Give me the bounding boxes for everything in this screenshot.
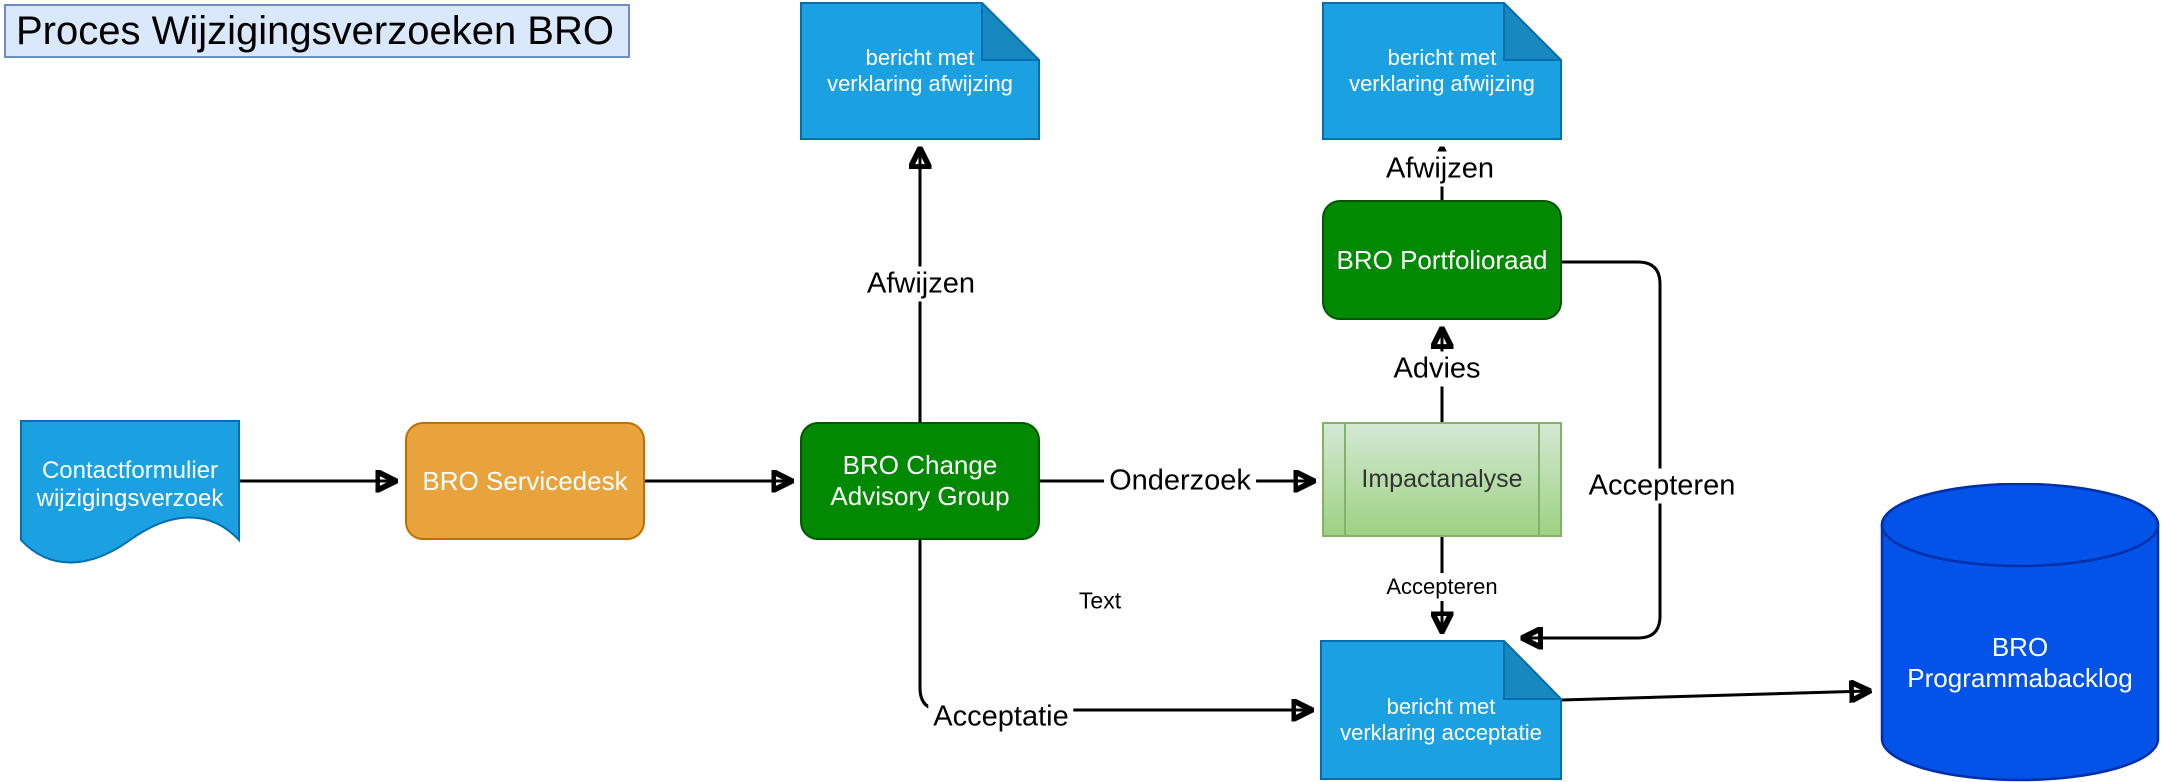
edge-label-onderzoek: Onderzoek (1104, 463, 1256, 499)
impactanalyse-right-bar (1538, 424, 1540, 535)
bericht-afwijzing-links-label: bericht met verklaring afwijzing (827, 45, 1013, 96)
servicedesk-label: BRO Servicedesk (422, 465, 628, 496)
node-servicedesk[interactable]: BRO Servicedesk (405, 422, 645, 540)
change-advisory-group-label: BRO Change Advisory Group (830, 450, 1010, 511)
node-portfolioraad[interactable]: BRO Portfolioraad (1322, 200, 1562, 320)
note-shape (1322, 2, 1562, 140)
database-cylinder-shape (1880, 483, 2160, 782)
node-bericht-acceptatie[interactable]: bericht met verklaring acceptatie (1320, 640, 1562, 780)
edge-label-afwijzen-rechts: Afwijzen (1381, 151, 1499, 187)
diagram-title: Proces Wijzigingsverzoeken BRO (4, 4, 630, 58)
edge-cag-acceptatie (918, 540, 1310, 710)
bericht-acceptatie-label: bericht met verklaring acceptatie (1340, 694, 1542, 745)
edge-label-accepteren-down: Accepteren (1381, 573, 1503, 601)
portfolioraad-label: BRO Portfolioraad (1336, 244, 1548, 275)
impactanalyse-left-bar (1344, 424, 1346, 535)
note-shape (1320, 640, 1562, 780)
node-bericht-afwijzing-rechts[interactable]: bericht met verklaring afwijzing (1322, 2, 1562, 140)
edge-label-afwijzen-links: Afwijzen (862, 266, 980, 302)
document-shape (20, 420, 240, 564)
edge-label-advies: Advies (1388, 351, 1486, 387)
node-bericht-afwijzing-links[interactable]: bericht met verklaring afwijzing (800, 2, 1040, 140)
node-programmabacklog[interactable]: BRO Programmabacklog (1880, 483, 2160, 782)
contactformulier-label: Contactformulier wijzigingsverzoek (36, 457, 224, 512)
bericht-afwijzing-rechts-label: bericht met verklaring afwijzing (1349, 45, 1535, 96)
note-shape (800, 2, 1040, 140)
edge-label-acceptatie: Acceptatie (928, 699, 1074, 735)
edge-acceptatie-programmabacklog (1561, 691, 1868, 700)
edge-portfolioraad-acceptatie-loop (1524, 260, 1662, 638)
impactanalyse-label: Impactanalyse (1361, 465, 1523, 493)
edge-label-text-placeholder: Text (1078, 587, 1122, 614)
programmabacklog-label: BRO Programmabacklog (1907, 632, 2133, 693)
node-impactanalyse[interactable]: Impactanalyse (1322, 422, 1562, 537)
node-change-advisory-group[interactable]: BRO Change Advisory Group (800, 422, 1040, 540)
diagram-title-text: Proces Wijzigingsverzoeken BRO (16, 8, 614, 53)
edge-label-accepteren-loop: Accepteren (1583, 468, 1741, 504)
node-contactformulier-document[interactable]: Contactformulier wijzigingsverzoek (20, 420, 240, 580)
